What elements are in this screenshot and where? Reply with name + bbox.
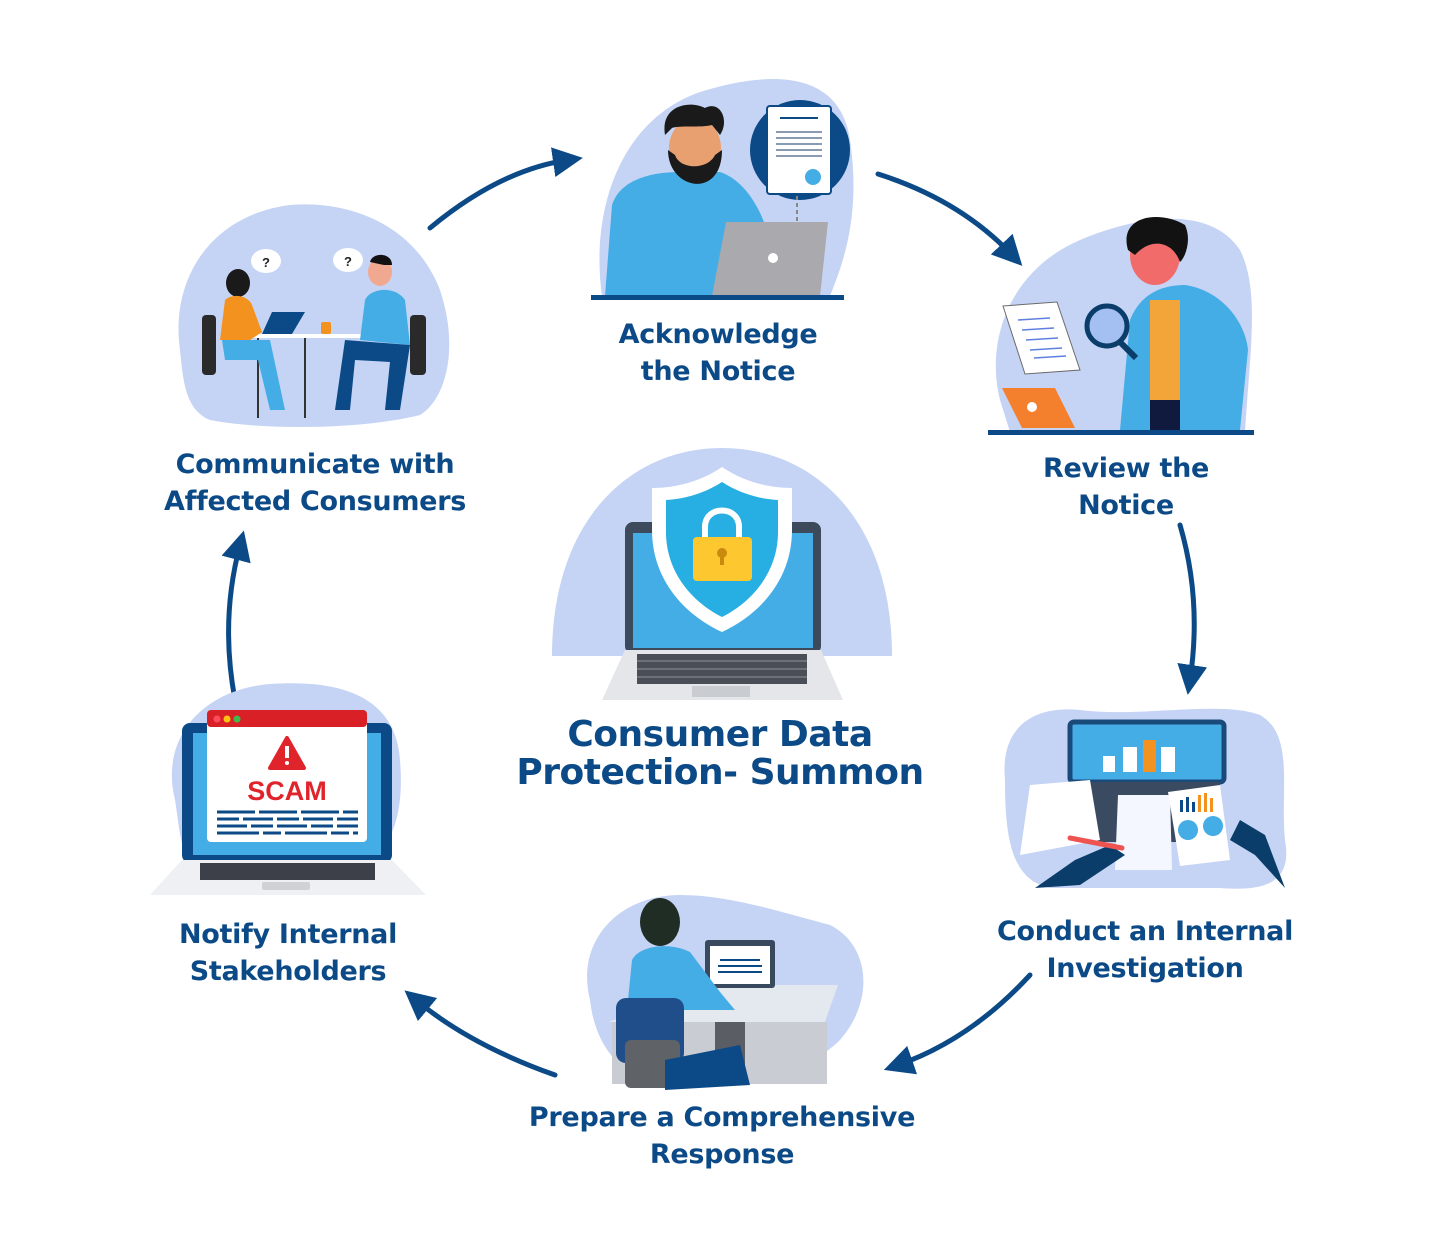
chair-left — [202, 315, 216, 375]
pen-icon — [1067, 835, 1125, 851]
alert-window — [207, 712, 367, 842]
step-3-illustration — [1004, 708, 1287, 889]
arrow-6-to-1 — [427, 147, 583, 231]
speech-bubble-right — [333, 248, 363, 272]
step-1-illustration — [591, 79, 854, 300]
laptop-icon — [1002, 388, 1075, 428]
desk-line — [988, 430, 1254, 435]
arrow-3-to-4 — [883, 972, 1033, 1075]
diagram-title-line-2: Protection- Summon — [516, 752, 924, 793]
left-hand — [1035, 845, 1125, 888]
laptop-icon — [262, 312, 305, 334]
step-4-illustration — [587, 895, 864, 1090]
desk-line — [591, 295, 844, 300]
magnifier-icon — [1084, 303, 1130, 349]
step-6-blob — [178, 204, 450, 427]
question-mark-icon: ? — [262, 255, 270, 270]
center-illustration — [552, 448, 892, 700]
step-3-label: Conduct an Internal Investigation — [996, 916, 1294, 984]
seal-icon — [805, 169, 821, 185]
person-body — [627, 946, 735, 1010]
report-paper-left — [1020, 780, 1100, 855]
scam-text: SCAM — [247, 776, 327, 806]
report-paper-center — [1115, 795, 1172, 870]
diagram-title: Consumer Data Protection- Summon — [480, 716, 960, 792]
question-mark-icon: ? — [344, 254, 352, 269]
speech-bubble-left — [251, 249, 281, 273]
woman-head — [226, 269, 250, 297]
right-hand — [1230, 820, 1285, 888]
step-6-illustration: ? ? — [178, 204, 450, 427]
lock-shackle — [702, 507, 742, 538]
arrow-2-to-3 — [1177, 522, 1208, 695]
arrow-5-to-6 — [221, 530, 251, 703]
step-2-label: Review the Notice — [1042, 453, 1210, 521]
table — [245, 334, 375, 338]
woman-body — [220, 295, 262, 340]
step-4-label: Prepare a Comprehensive Response — [528, 1102, 916, 1170]
alert-window-titlebar — [207, 710, 367, 727]
man-body — [360, 289, 410, 345]
laptop-trackpad — [692, 686, 750, 697]
step-6-label: Communicate with Affected Consumers — [164, 449, 466, 517]
diagram-title-line-1: Consumer Data — [567, 714, 873, 755]
step-1-label: Acknowledge the Notice — [618, 319, 818, 387]
person-head — [640, 898, 680, 946]
arrow-4-to-5 — [404, 990, 558, 1078]
laptop-keyboard — [200, 863, 375, 880]
chair-right — [410, 315, 426, 375]
mug-icon — [321, 322, 331, 334]
step-5-illustration: SCAM — [150, 683, 426, 895]
step-5-label: Notify Internal Stakeholders — [178, 919, 398, 987]
cycle-arrows — [221, 147, 1208, 1078]
step-2-illustration — [988, 217, 1254, 435]
report-paper-right — [1168, 785, 1230, 866]
arrow-1-to-2 — [875, 171, 1023, 266]
